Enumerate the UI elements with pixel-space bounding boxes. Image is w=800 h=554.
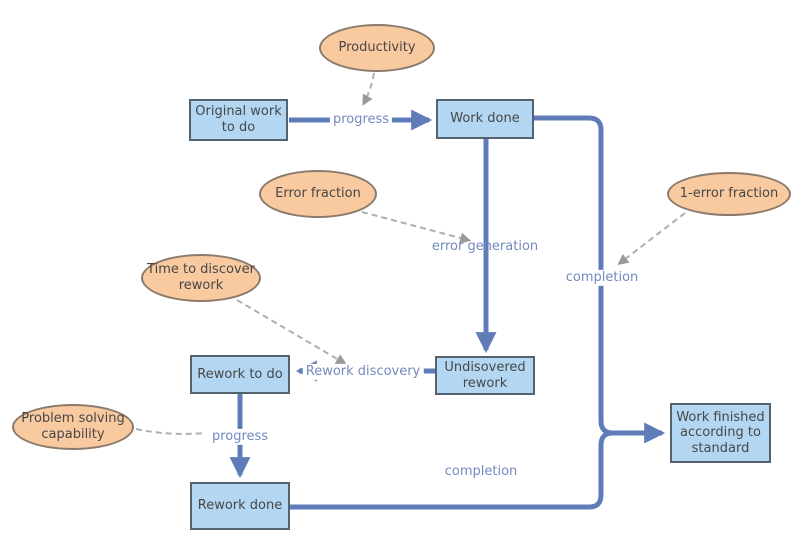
label-completion-bottom: completion xyxy=(444,463,518,479)
factor-one-minus-error-fraction: 1-error fraction xyxy=(667,172,791,216)
factor-productivity: Productivity xyxy=(319,24,435,72)
link-problem-solving-line xyxy=(135,428,205,435)
label-rework-discovery: Rework discovery xyxy=(302,363,424,381)
link-one-minus-error-arrow xyxy=(617,212,686,266)
stock-undiscovered-rework: Undisovered rework xyxy=(435,356,535,395)
label-progress-top: progress xyxy=(329,111,393,129)
link-time-discover-arrow xyxy=(236,299,347,365)
label-completion-right: completion xyxy=(562,269,642,287)
factor-problem-solving-capability: Problem solving capability xyxy=(12,404,134,450)
factor-time-to-discover-rework: Time to discover rework xyxy=(141,254,261,302)
link-productivity-arrow xyxy=(362,72,375,106)
stock-original-work-to-do: Original work to do xyxy=(189,99,288,141)
link-error-fraction-arrow xyxy=(361,211,472,244)
label-progress-left: progress xyxy=(208,428,272,446)
stock-rework-to-do: Rework to do xyxy=(190,355,290,394)
stock-work-finished: Work finished according to standard xyxy=(670,403,771,463)
factor-error-fraction: Error fraction xyxy=(259,170,377,218)
flow-completion-bottom-arrow xyxy=(290,430,614,510)
stock-work-done: Work done xyxy=(436,99,534,139)
label-error-generation: error generation xyxy=(431,238,539,254)
stock-rework-done: Rework done xyxy=(190,482,290,530)
